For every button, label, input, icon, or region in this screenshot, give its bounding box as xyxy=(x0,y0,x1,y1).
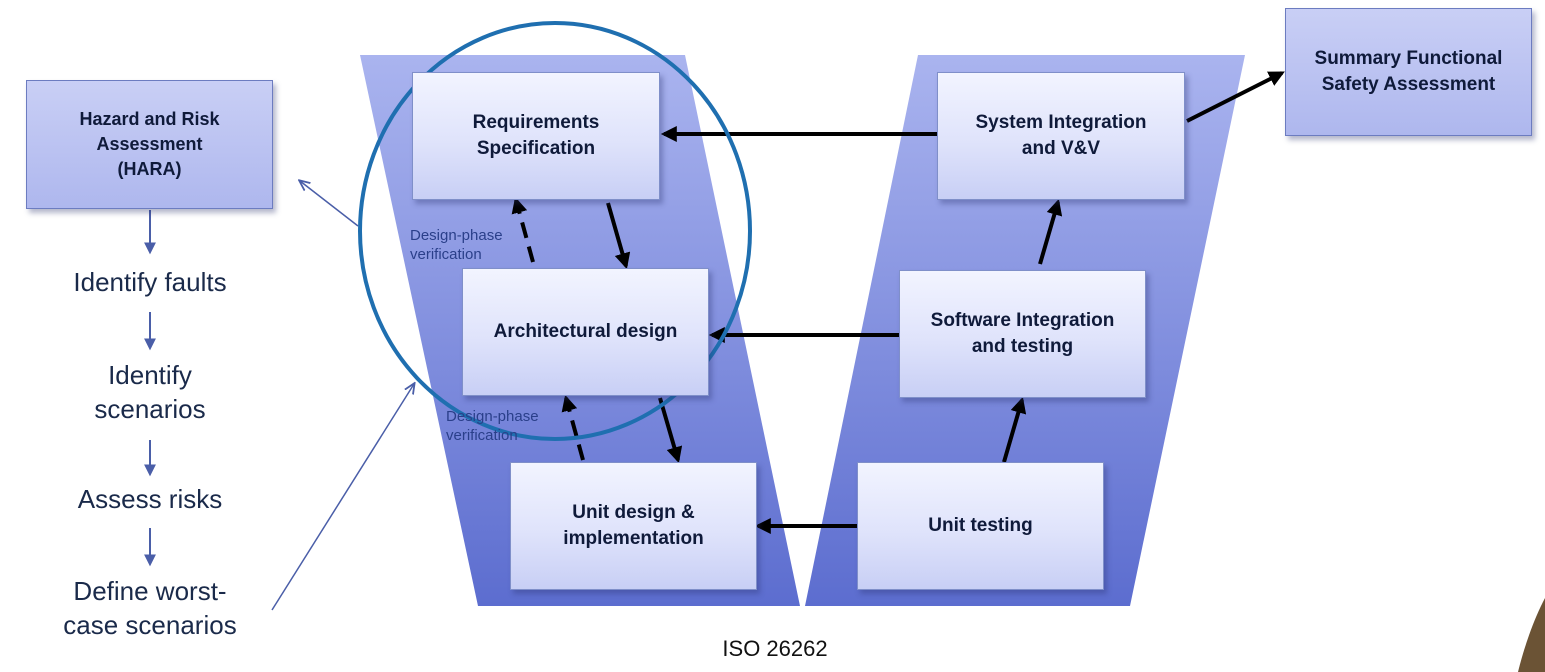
summary-box: Summary Functional Safety Assessment xyxy=(1285,8,1532,136)
unit-testing-label: Unit testing xyxy=(928,515,1033,536)
unit-testing-box: Unit testing xyxy=(857,462,1104,590)
software-integration-label: Software Integration and testing xyxy=(930,310,1115,357)
summary-title: Summary Functional Safety Assessment xyxy=(1314,48,1503,95)
verification-arrow-1 xyxy=(511,196,535,263)
req-to-arch-arrow xyxy=(606,202,631,270)
architecture-box: Architectural design xyxy=(462,268,709,396)
verification-label-1: Design-phase verification xyxy=(410,227,503,263)
hara-title: Hazard and Risk Assessment (HARA) xyxy=(79,109,220,179)
scenarios-to-circle-arrow xyxy=(271,384,414,611)
system-integration-label: System Integration and V&V xyxy=(975,112,1147,159)
unit-design-label: Unit design & implementation xyxy=(563,502,704,549)
diagram-caption: ISO 26262 xyxy=(722,636,828,661)
sysint-to-summary-arrow xyxy=(1186,71,1285,123)
unit-design-box: Unit design & implementation xyxy=(510,462,757,590)
step-define-worst-case: Define worst- case scenarios xyxy=(63,576,237,640)
hara-box: Hazard and Risk Assessment (HARA) xyxy=(26,80,273,209)
step-identify-faults: Identify faults xyxy=(73,267,227,297)
architecture-label: Architectural design xyxy=(493,321,678,342)
swint-to-sysint-arrow xyxy=(1038,198,1063,265)
requirements-label: Requirements Specification xyxy=(472,112,600,159)
circle-to-hara-arrow xyxy=(300,181,359,227)
corner-decoration xyxy=(1518,598,1545,672)
requirements-box: Requirements Specification xyxy=(412,72,660,200)
system-integration-box: System Integration and V&V xyxy=(937,72,1185,200)
step-identify-scenarios: Identify scenarios xyxy=(94,360,206,424)
unittest-to-swint-arrow xyxy=(1002,396,1027,463)
verification-arrow-2 xyxy=(561,394,585,461)
step-assess-risks: Assess risks xyxy=(77,484,223,514)
software-integration-box: Software Integration and testing xyxy=(899,270,1146,398)
arch-to-unit-arrow xyxy=(658,397,683,464)
highlight-circle xyxy=(358,21,752,441)
verification-label-2: Design-phase verification xyxy=(446,408,539,444)
